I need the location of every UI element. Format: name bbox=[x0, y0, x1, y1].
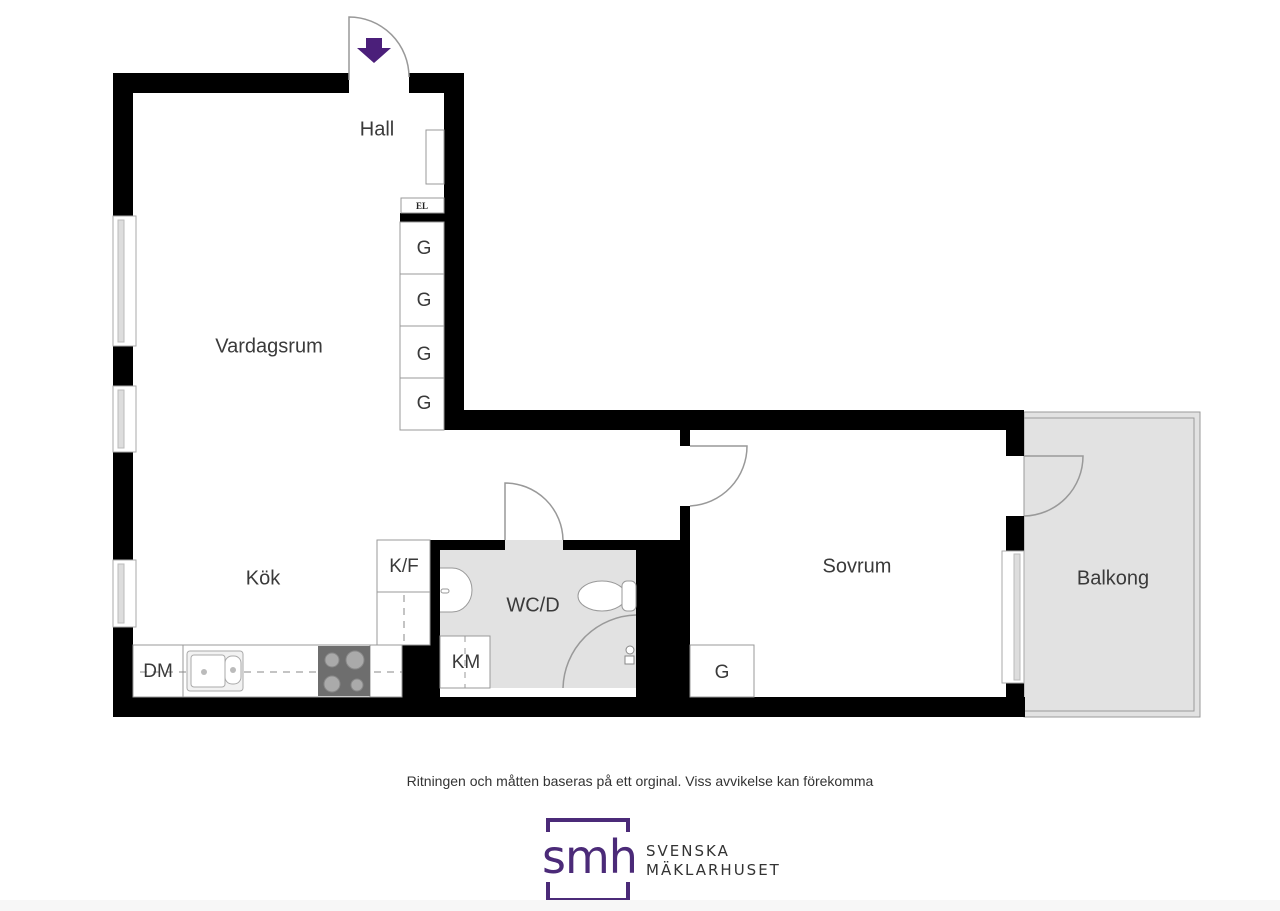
wardrobes bbox=[399, 221, 445, 431]
bedroom-door bbox=[689, 445, 748, 507]
entrance-arrow-icon bbox=[357, 38, 391, 63]
stove-icon bbox=[318, 646, 370, 696]
dishwasher-label: DM bbox=[143, 661, 173, 682]
shower-icon bbox=[624, 645, 635, 665]
wardrobe-label-3: G bbox=[416, 344, 432, 365]
room-label-wc: WC/D bbox=[506, 594, 560, 617]
company-logo: smh SVENSKA MÄKLARHUSET bbox=[540, 818, 806, 910]
bedroom-wardrobe-label: G bbox=[714, 662, 730, 683]
sink-icon bbox=[186, 650, 244, 692]
room-label-vardagsrum: Vardagsrum bbox=[215, 335, 323, 358]
wardrobe-label-1: G bbox=[416, 238, 432, 259]
window-bedroom bbox=[1001, 550, 1025, 684]
logo-line-2: MÄKLARHUSET bbox=[646, 861, 781, 879]
kitchen-counter bbox=[132, 539, 431, 698]
hall-shelf bbox=[425, 129, 445, 185]
balcony bbox=[1023, 411, 1201, 718]
logo-mark: smh bbox=[540, 830, 639, 884]
window-left-3 bbox=[112, 559, 137, 628]
wardrobe-label-2: G bbox=[416, 290, 432, 311]
balcony-door bbox=[1023, 455, 1084, 517]
entrance-door bbox=[348, 16, 410, 80]
logo-wordmark: SVENSKA MÄKLARHUSET bbox=[646, 842, 781, 880]
window-left-2 bbox=[112, 385, 137, 453]
toilet-icon bbox=[577, 580, 637, 612]
window-left-1 bbox=[112, 215, 137, 347]
logo-line-1: SVENSKA bbox=[646, 842, 730, 860]
walls bbox=[113, 73, 1025, 717]
washing-machine-label: KM bbox=[451, 652, 481, 673]
room-label-hall: Hall bbox=[359, 118, 395, 141]
room-label-balkong: Balkong bbox=[1076, 567, 1150, 590]
bottom-band bbox=[0, 900, 1280, 911]
room-label-kok: Kök bbox=[245, 567, 281, 590]
wc-door bbox=[504, 482, 564, 541]
wardrobe-label-4: G bbox=[416, 393, 432, 414]
shower-arc bbox=[562, 614, 637, 689]
disclaimer-text: Ritningen och måtten baseras på ett orgi… bbox=[406, 773, 874, 789]
room-label-sovrum: Sovrum bbox=[822, 555, 892, 578]
el-cabinet-label: EL bbox=[415, 201, 429, 211]
fridge-freezer-label: K/F bbox=[389, 556, 419, 577]
washbasin-icon bbox=[440, 567, 473, 613]
